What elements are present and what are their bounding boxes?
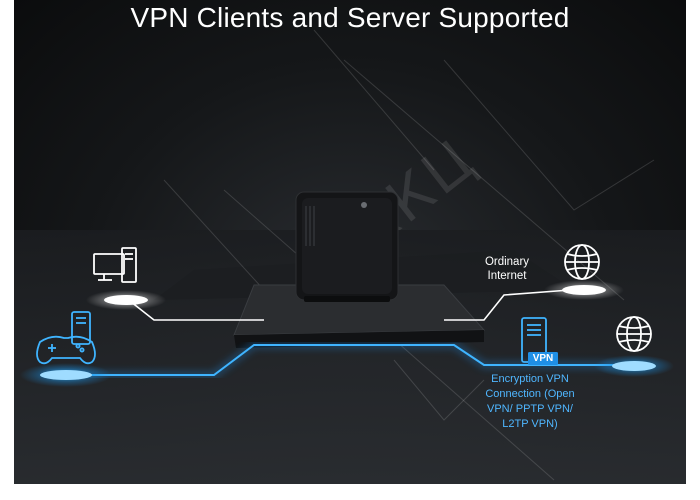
- encryption-vpn-label: Encryption VPN Connection (Open VPN/ PPT…: [460, 372, 600, 432]
- encryption-line3: VPN/ PPTP VPN/: [487, 403, 573, 415]
- vpn-badge: VPN: [532, 353, 554, 364]
- globe-icon: [616, 316, 652, 352]
- server-tower-icon: [71, 311, 91, 345]
- encryption-line2: Connection (Open: [485, 388, 575, 400]
- game-controller-icon: [36, 335, 96, 365]
- router-icon: [295, 191, 399, 302]
- ordinary-internet-line1: Ordinary: [484, 256, 530, 268]
- globe-icon: [564, 244, 600, 280]
- network-diagram: [14, 29, 686, 484]
- hero-banner: ККЦ: [14, 0, 686, 484]
- encryption-line4: L2TP VPN): [502, 418, 558, 430]
- page-title: VPN Clients and Server Supported: [130, 2, 570, 33]
- ordinary-internet-line2: Internet: [487, 270, 527, 282]
- encryption-line1: Encryption VPN: [491, 373, 569, 385]
- vpn-badge-bg: [528, 352, 558, 365]
- desktop-computer-icon: [93, 247, 137, 283]
- ordinary-internet-label: Ordinary Internet: [474, 255, 540, 283]
